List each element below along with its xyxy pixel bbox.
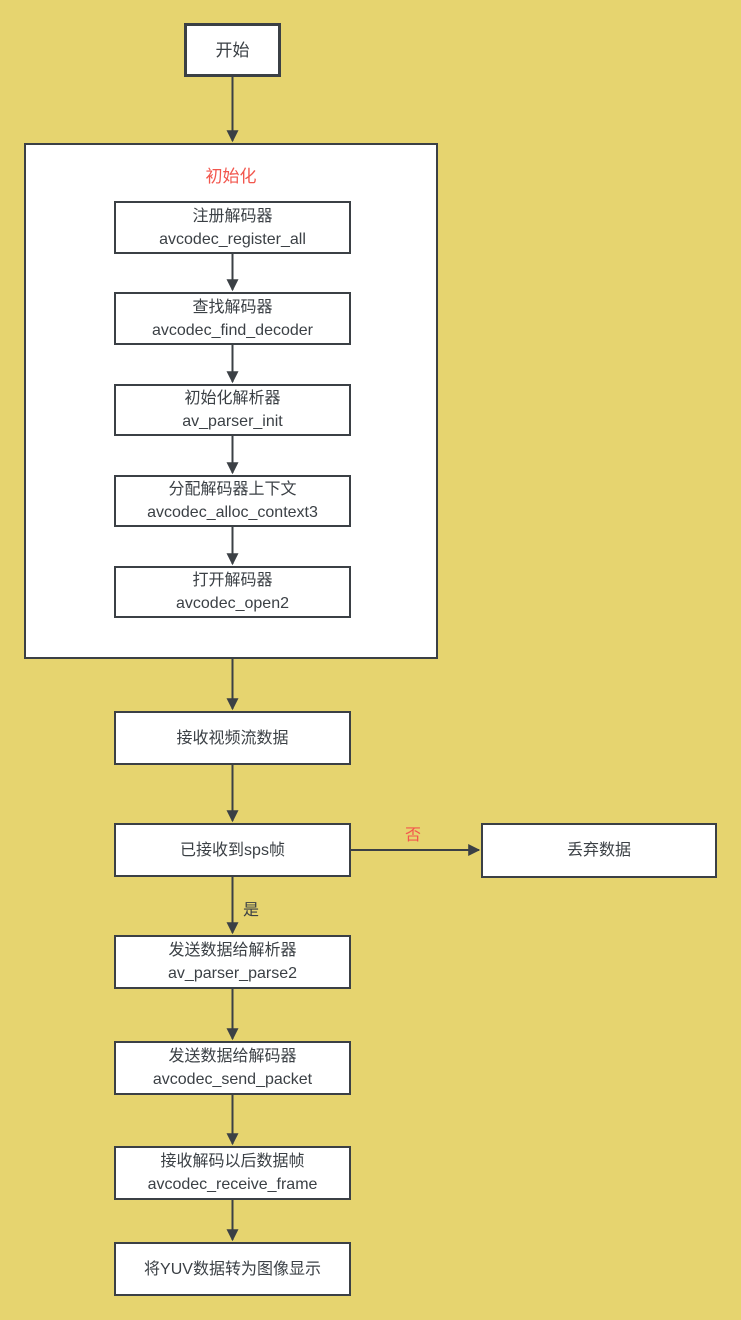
init-group-label: 初始化 (205, 167, 257, 186)
node-title: 查找解码器 (192, 298, 273, 316)
node-code: avcodec_find_decoder (151, 321, 313, 339)
flow-node-alloc-context: 分配解码器上下文 avcodec_alloc_context3 (114, 475, 351, 527)
node-label: 开始 (215, 40, 250, 60)
node-label: 丢弃数据 (566, 842, 631, 859)
node-title: 分配解码器上下文 (168, 481, 297, 498)
node-code: av_parser_init (182, 413, 283, 430)
flow-node-receive-stream: 接收视频流数据 (114, 711, 351, 765)
node-code: av_parser_parse2 (168, 965, 297, 982)
node-title: 打开解码器 (192, 572, 273, 589)
node-code: avcodec_send_packet (152, 1071, 313, 1088)
node-code: avcodec_open2 (176, 595, 289, 612)
flow-node-parser-parse: 发送数据给解析器 av_parser_parse2 (114, 935, 351, 989)
node-label: 接收视频流数据 (176, 729, 289, 747)
edge-label-no: 否 (405, 827, 422, 844)
flow-node-sps-check: 已接收到sps帧 (114, 823, 351, 877)
node-title: 注册解码器 (192, 207, 273, 225)
node-code: avcodec_register_all (159, 230, 306, 248)
node-code: avcodec_alloc_context3 (147, 504, 318, 521)
flow-node-register-decoder: 注册解码器 avcodec_register_all (114, 201, 351, 254)
flow-node-start: 开始 (184, 23, 281, 77)
edge-label-yes: 是 (243, 902, 260, 919)
flow-node-send-packet: 发送数据给解码器 avcodec_send_packet (114, 1041, 351, 1095)
node-label: 将YUV数据转为图像显示 (144, 1260, 321, 1278)
flow-node-find-decoder: 查找解码器 avcodec_find_decoder (114, 292, 351, 345)
node-label: 已接收到sps帧 (180, 841, 285, 859)
flow-node-parser-init: 初始化解析器 av_parser_init (114, 384, 351, 436)
flow-node-open-decoder: 打开解码器 avcodec_open2 (114, 566, 351, 618)
flow-node-display-yuv: 将YUV数据转为图像显示 (114, 1242, 351, 1296)
node-title: 发送数据给解码器 (168, 1048, 297, 1065)
node-title: 接收解码以后数据帧 (160, 1153, 305, 1170)
node-title: 初始化解析器 (184, 390, 281, 407)
node-code: avcodec_receive_frame (147, 1176, 318, 1193)
node-title: 发送数据给解析器 (168, 942, 297, 959)
flow-node-discard-data: 丢弃数据 (481, 823, 717, 878)
flow-node-receive-frame: 接收解码以后数据帧 avcodec_receive_frame (114, 1146, 351, 1200)
